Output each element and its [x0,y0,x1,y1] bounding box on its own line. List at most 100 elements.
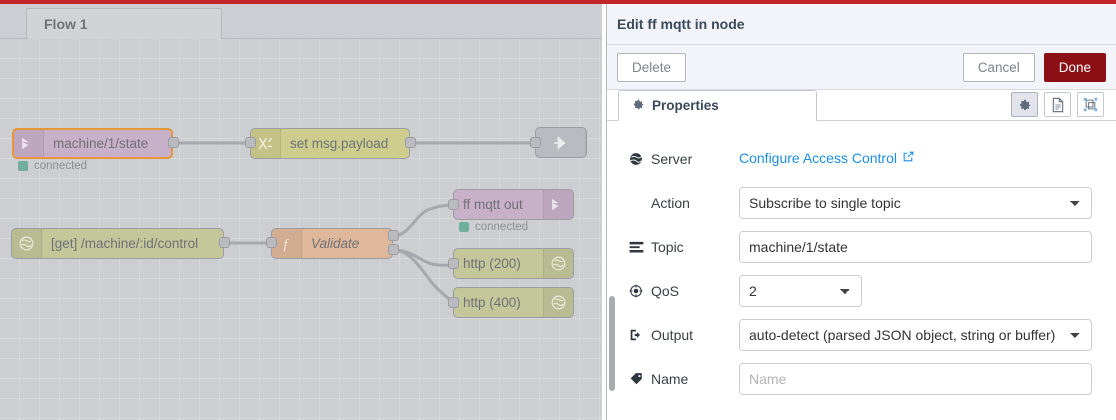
flow-tab-label: Flow 1 [44,16,88,32]
flow-node-mqtt-in[interactable]: machine/1/state [12,128,173,159]
tasks-icon [629,241,644,254]
qos-label-text: QoS [651,283,680,299]
port-output-http-in[interactable] [219,237,230,248]
flow-node-label: http (200) [463,256,521,271]
qos-select[interactable]: 2 [739,275,862,307]
action-control: Subscribe to single topic [739,187,1092,219]
dialog-scrollbar-thumb[interactable] [609,296,615,391]
dialog-title: Edit ff mqtt in node [607,4,1116,45]
server-label: Server [629,151,739,167]
node-properties-form: Server Configure Access Control [607,121,1116,420]
server-control: Configure Access Control [739,150,1092,168]
sign-out-icon [629,328,644,342]
status-text: connected [475,221,529,233]
flow-node-http-200[interactable]: http (200) [453,248,574,279]
port-output-change[interactable] [405,137,416,148]
qos-label: QoS [629,283,739,299]
qos-control: 2 [739,275,1092,307]
flow-node-label: ff mqtt out [463,197,523,212]
cancel-button[interactable]: Cancel [962,52,1035,82]
port-input-debug[interactable] [530,137,541,148]
status-text: connected [34,160,88,172]
name-label-text: Name [651,371,689,387]
flow-tab-flow-1[interactable]: Flow 1 [26,8,222,39]
port-input-change[interactable] [245,137,256,148]
action-label-text: Action [651,195,690,211]
status-dot-icon [18,161,28,171]
action-label: Action [629,195,739,211]
top-accent-bar [0,0,1116,4]
topic-input[interactable] [739,231,1092,263]
external-link-icon [902,150,915,166]
tag-icon [629,372,644,386]
globe-icon [629,152,644,166]
flow-node-label: http (400) [463,295,521,310]
crosshairs-icon [629,284,644,298]
port-input-http-200[interactable] [448,258,459,269]
mqtt-icon [543,190,573,219]
flow-node-label: [get] /machine/:id/control [51,236,199,251]
change-icon [251,129,281,158]
dialog-title-text: Edit ff mqtt in node [617,16,745,32]
output-select[interactable]: auto-detect (parsed JSON object, string … [739,319,1092,351]
tab-properties[interactable]: Properties [618,90,817,121]
edit-node-dialog: Edit ff mqtt in node Delete Cancel Done … [606,4,1116,420]
flow-node-label: Validate [311,236,360,251]
done-button[interactable]: Done [1043,52,1106,82]
topic-label-text: Topic [651,239,684,255]
flow-tab-bar: Flow 1 [0,4,602,39]
function-icon: f [272,229,302,258]
output-control: auto-detect (parsed JSON object, string … [739,319,1092,351]
globe-icon [12,229,42,258]
flow-node-label: machine/1/state [53,136,149,151]
topic-label: Topic [629,239,739,255]
configure-access-control-link[interactable]: Configure Access Control [739,150,915,166]
topic-control [739,231,1092,263]
flow-node-http-in[interactable]: [get] /machine/:id/control [11,228,224,259]
flow-node-function[interactable]: f Validate [271,228,393,259]
port-output-mqtt-in[interactable] [168,137,179,148]
flow-editor-area: Flow 1 [0,4,602,420]
form-row-qos: QoS 2 [629,269,1092,313]
form-row-topic: Topic [629,225,1092,269]
output-label-text: Output [651,327,694,343]
svg-text:f: f [283,236,289,251]
port-output-function-1[interactable] [388,230,399,241]
flow-node-mqtt-out[interactable]: ff mqtt out [453,189,574,220]
dialog-tab-row: Properties [607,90,1116,121]
dialog-tool-icons [1011,92,1104,117]
name-input[interactable] [739,363,1092,395]
configure-access-control-label: Configure Access Control [739,150,897,166]
port-input-http-400[interactable] [448,297,459,308]
form-row-output: Output auto-detect (parsed JSON object, … [629,313,1092,357]
flow-node-change[interactable]: set msg.payload [250,128,410,159]
dialog-scrollbar[interactable] [607,121,616,420]
form-row-action: Action Subscribe to single topic [629,181,1092,225]
port-input-function[interactable] [266,237,277,248]
form-row-server: Server Configure Access Control [629,137,1092,181]
description-icon-button[interactable] [1044,92,1071,117]
node-status-mqtt-out: connected [459,221,528,233]
debug-icon [536,128,586,157]
globe-icon [543,249,573,278]
tab-properties-label: Properties [652,98,719,113]
gear-icon [632,98,645,114]
delete-button[interactable]: Delete [617,52,687,82]
appearance-icon-button[interactable] [1077,92,1104,117]
output-label: Output [629,327,739,343]
flow-node-debug[interactable] [535,127,587,158]
action-select[interactable]: Subscribe to single topic [739,187,1092,219]
name-label: Name [629,371,739,387]
dialog-button-bar: Delete Cancel Done [607,45,1116,90]
status-dot-icon [459,222,469,232]
gear-icon-button[interactable] [1011,92,1038,117]
flow-node-http-400[interactable]: http (400) [453,287,574,318]
flow-node-label: set msg.payload [290,136,389,151]
port-input-mqtt-out[interactable] [448,199,459,210]
flow-canvas[interactable]: machine/1/state connected set msg.payloa… [0,39,602,420]
port-output-function-2[interactable] [388,244,399,255]
name-control [739,363,1092,395]
mqtt-icon [14,130,44,157]
form-row-name: Name [629,357,1092,401]
